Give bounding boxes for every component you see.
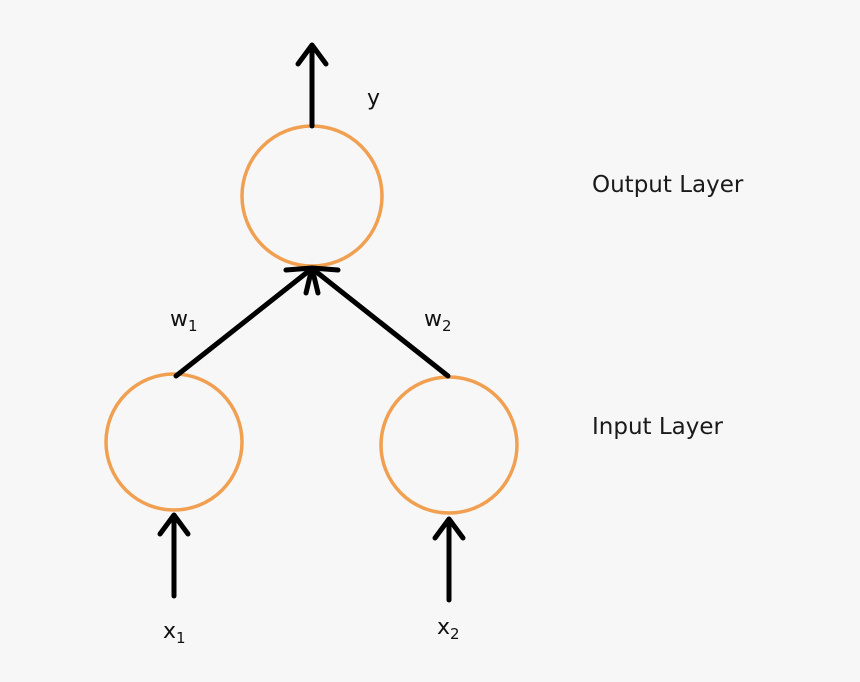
weight-edge-2 [309, 265, 451, 379]
weight-label-w2: w2 [424, 307, 452, 335]
input-arrow-2 [432, 516, 466, 603]
weight-label-w1: w1 [170, 307, 198, 335]
output-neuron [240, 124, 384, 268]
input-label-x1: x1 [163, 619, 186, 647]
output-layer-label: Output Layer [592, 172, 744, 198]
input-label-x2: x2 [437, 615, 460, 643]
input-neuron-2 [379, 375, 519, 515]
input-arrow-1 [157, 512, 191, 599]
input-layer-label: Input Layer [592, 414, 724, 440]
output-arrow [295, 42, 329, 129]
output-label-y: y [367, 86, 380, 111]
input-neuron-1 [104, 372, 244, 512]
